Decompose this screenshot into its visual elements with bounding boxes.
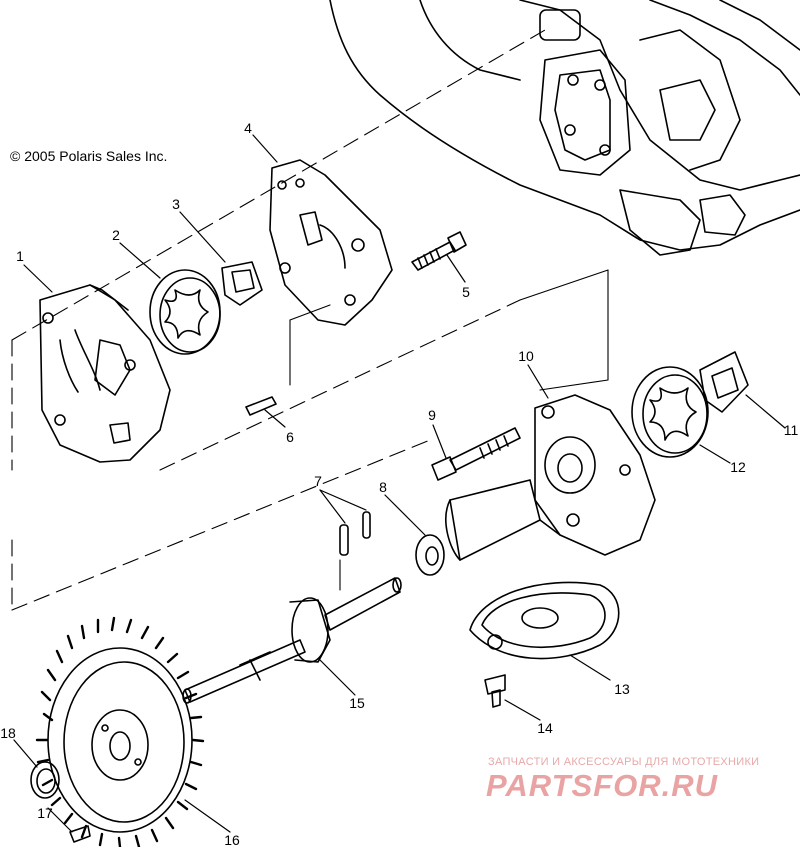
- callout-13: 13: [614, 681, 630, 697]
- callout-3: 3: [172, 196, 180, 212]
- screw-part-17: [69, 825, 91, 843]
- callout-10: 10: [518, 348, 534, 364]
- callout-12: 12: [730, 459, 746, 475]
- callout-16: 16: [224, 832, 240, 847]
- washer-part-8: [415, 534, 445, 576]
- inner-rotor-part-3: [221, 261, 263, 306]
- crankcase-housing: [329, 0, 800, 256]
- pins-part-7: [339, 511, 371, 556]
- leader-lines: [13, 134, 786, 833]
- bolt-part-5: [411, 231, 467, 271]
- pump-cover-part-1: [39, 284, 171, 463]
- callout-9: 9: [428, 407, 436, 423]
- callout-1: 1: [16, 248, 24, 264]
- pump-body-part-4: [269, 159, 393, 326]
- callout-14: 14: [537, 720, 553, 736]
- callout-15: 15: [349, 695, 365, 711]
- shaft-part-15: [182, 577, 402, 704]
- watermark-tagline: ЗАПЧАСТИ И АКСЕССУАРЫ ДЛЯ МОТОТЕХНИКИ: [488, 756, 760, 768]
- watermark-logo: PARTSFOR.RU: [486, 768, 719, 803]
- outer-rotor-part-12: [631, 366, 709, 458]
- pump-housing-part-10: [445, 394, 656, 561]
- inner-rotor-part-11: [699, 351, 749, 413]
- gear-part-16: [35, 616, 205, 847]
- dowel-pin-part-6: [245, 396, 277, 416]
- callout-8: 8: [379, 479, 387, 495]
- callout-6: 6: [286, 429, 294, 445]
- callout-4: 4: [244, 120, 252, 136]
- callout-7: 7: [314, 473, 322, 489]
- copyright-notice: © 2005 Polaris Sales Inc.: [10, 148, 168, 164]
- callout-11: 11: [783, 422, 799, 438]
- screen-plate-part-13: [469, 581, 620, 660]
- callout-2: 2: [112, 227, 120, 243]
- callout-17: 17: [37, 805, 53, 821]
- outer-rotor-part-2: [149, 269, 221, 355]
- long-bolt-part-9: [431, 427, 521, 481]
- callout-5: 5: [462, 284, 470, 300]
- o-ring-part-18: [30, 761, 60, 799]
- callout-18: 18: [0, 725, 16, 741]
- assembly-guide-lines: [11, 29, 609, 611]
- screw-part-14: [484, 674, 506, 708]
